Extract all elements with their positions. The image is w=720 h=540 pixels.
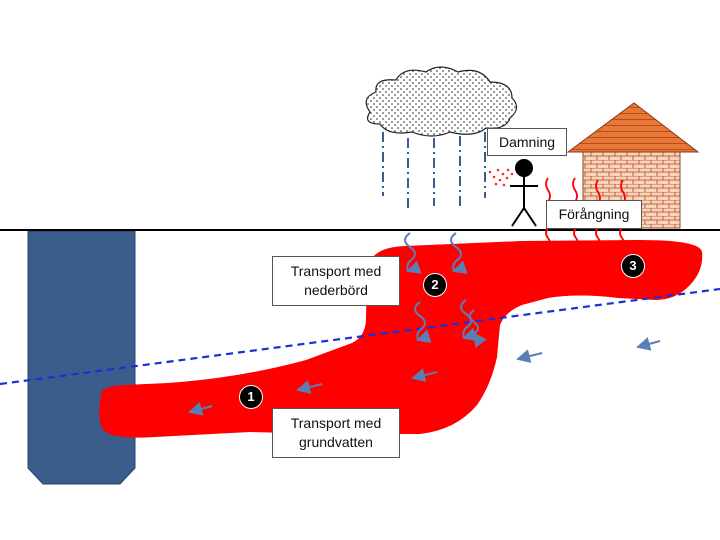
label-forangning-text: Förångning [558, 206, 630, 222]
label-transport-nederbord-line1: Transport med [290, 263, 382, 279]
flow-arrow-icon [188, 337, 661, 416]
rain-streaks [382, 132, 486, 210]
marker-3: 3 [621, 254, 645, 278]
marker-1: 1 [239, 385, 263, 409]
contamination-plume [99, 240, 703, 438]
label-transport-nederbord: Transport med nederbörd [272, 256, 400, 306]
label-transport-grundvatten: Transport med grundvatten [272, 408, 400, 458]
marker-2: 2 [423, 273, 447, 297]
label-transport-nederbord-line2: nederbörd [304, 282, 368, 298]
well-icon [27, 230, 136, 485]
infiltration-arrows [404, 232, 487, 348]
groundwater-table [0, 287, 720, 386]
label-damning-text: Damning [498, 133, 556, 150]
dust-particles [488, 168, 514, 187]
label-damning: Damning [487, 128, 567, 156]
label-transport-grundvatten-line1: Transport med [290, 415, 382, 431]
label-transport-grundvatten-line2: grundvatten [299, 434, 373, 450]
label-forangning: Förångning [546, 200, 642, 229]
rain-cloud-icon [365, 66, 518, 137]
stick-figure-icon [510, 159, 538, 227]
evaporation-wave-icon [545, 177, 626, 249]
